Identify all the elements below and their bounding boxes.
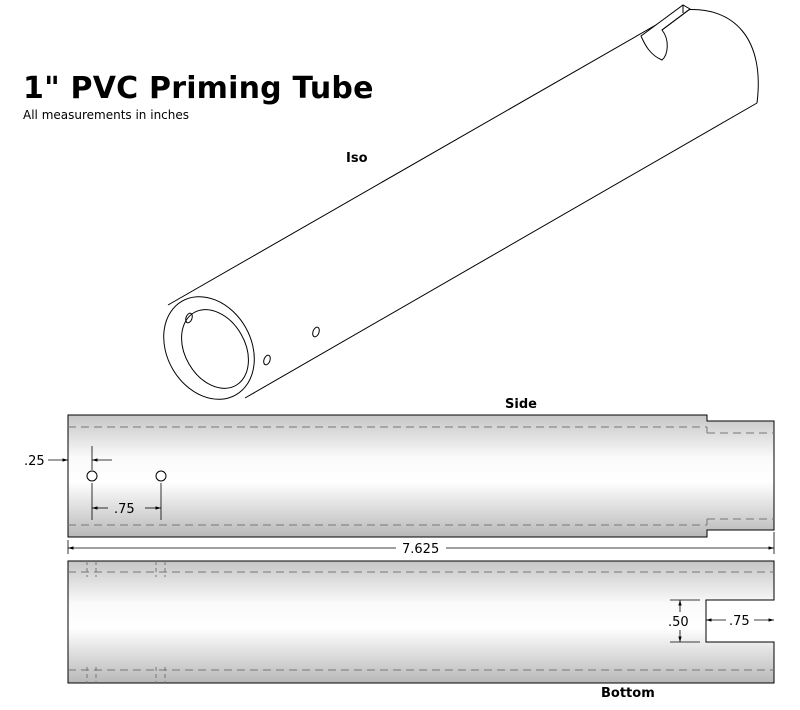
- side-view: [67, 414, 775, 538]
- iso-label: Iso: [346, 151, 368, 166]
- dim-slot-width: [670, 599, 700, 643]
- side-tube-body: [67, 414, 775, 538]
- iso-hole: [185, 312, 193, 324]
- dim-hole-spacing-text: .75: [114, 502, 135, 517]
- side-hole-1: [86, 470, 98, 482]
- dim-overall-length: [67, 532, 775, 554]
- iso-top-edge: [167, 9, 683, 306]
- dim-slot-width-text: .50: [668, 615, 689, 630]
- bottom-label: Bottom: [601, 686, 655, 701]
- bottom-tube-body: [67, 560, 775, 684]
- dim-slot-depth-text: .75: [729, 614, 750, 629]
- page-title: 1" PVC Priming Tube: [23, 71, 374, 106]
- iso-hole: [312, 326, 320, 338]
- side-label: Side: [505, 397, 537, 412]
- bottom-view: [67, 560, 775, 684]
- dim-hole-inset: [48, 446, 112, 470]
- dim-overall-length-text: 7.625: [402, 542, 439, 557]
- iso-slot: [640, 4, 691, 61]
- iso-hole: [263, 354, 271, 366]
- side-hole-2: [155, 470, 167, 482]
- iso-bottom-edge: [244, 102, 758, 399]
- dim-hole-spacing: [91, 483, 162, 520]
- iso-near-end-inner: [181, 309, 249, 389]
- page-subtitle: All measurements in inches: [23, 108, 190, 122]
- iso-view: [163, 4, 759, 400]
- iso-far-end: [681, 9, 759, 104]
- dim-hole-inset-text: .25: [24, 454, 45, 469]
